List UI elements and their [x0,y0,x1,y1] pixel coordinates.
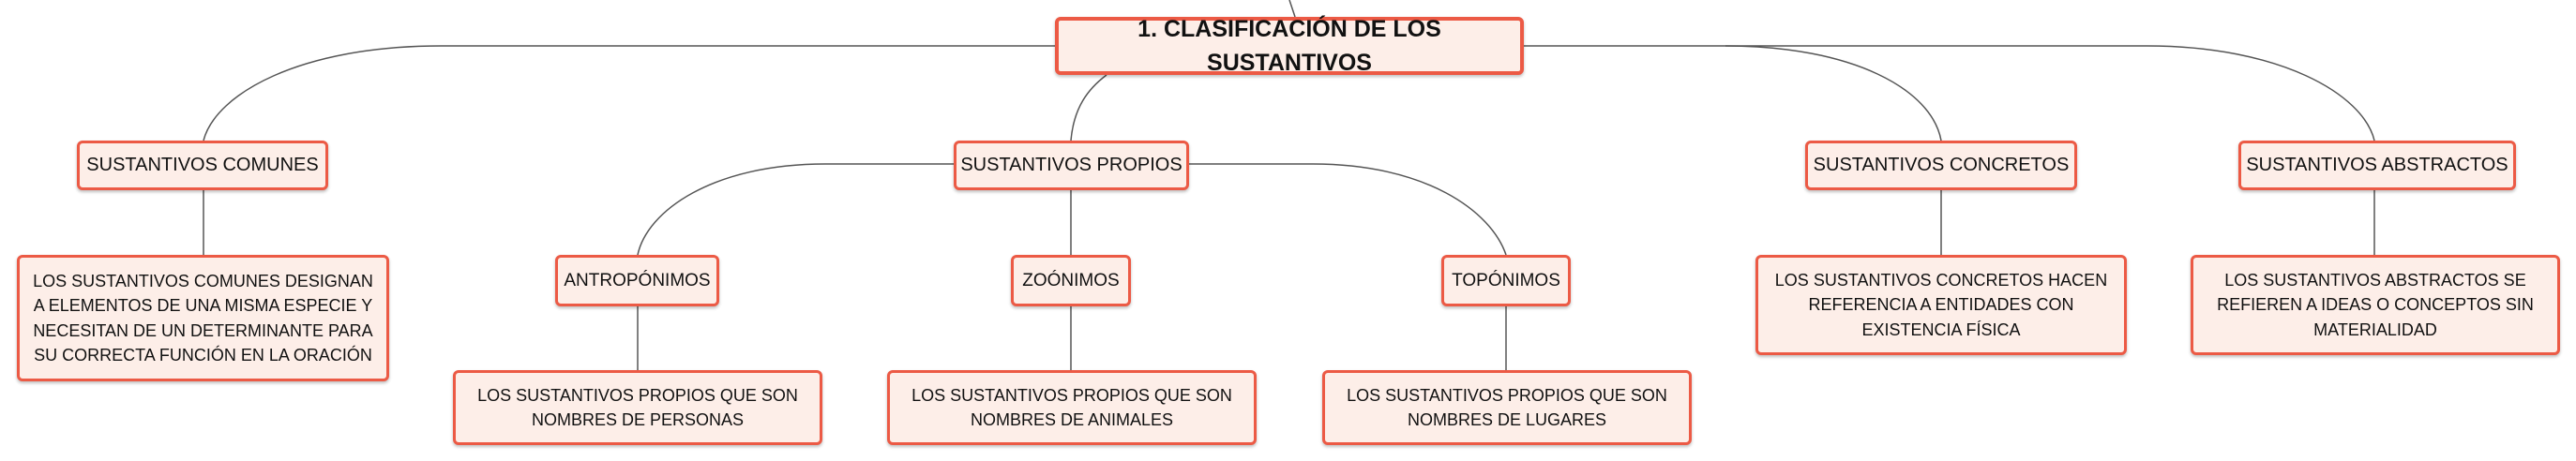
desc-text: LOS SUSTANTIVOS CONCRETOS HACEN REFERENC… [1774,271,2108,339]
node-sustantivos-abstractos[interactable]: SUSTANTIVOS ABSTRACTOS [2238,141,2516,190]
connector-propios-antroponimos [637,163,954,256]
node-label: SUSTANTIVOS PROPIOS [960,155,1183,175]
desc-sustantivos-comunes[interactable]: LOS SUSTANTIVOS COMUNES DESIGNAN A ELEME… [17,255,389,381]
desc-sustantivos-concretos[interactable]: LOS SUSTANTIVOS CONCRETOS HACEN REFERENC… [1755,255,2127,355]
connector-propios-toponimos [1189,163,1507,256]
node-antroponimos[interactable]: ANTROPÓNIMOS [555,255,719,306]
desc-text: LOS SUSTANTIVOS COMUNES DESIGNAN A ELEME… [33,272,373,364]
connector-root-concretos [1524,45,1942,141]
node-sustantivos-concretos[interactable]: SUSTANTIVOS CONCRETOS [1805,141,2077,190]
node-label: TOPÓNIMOS [1452,270,1560,290]
desc-zoonimos[interactable]: LOS SUSTANTIVOS PROPIOS QUE SON NOMBRES … [887,370,1257,445]
desc-text: LOS SUSTANTIVOS ABSTRACTOS SE REFIEREN A… [2217,271,2534,339]
desc-sustantivos-abstractos[interactable]: LOS SUSTANTIVOS ABSTRACTOS SE REFIEREN A… [2191,255,2560,355]
root-label: 1. CLASIFICACIÓN DE LOS SUSTANTIVOS [1137,15,1441,76]
node-label: SUSTANTIVOS ABSTRACTOS [2246,155,2508,175]
node-label: ANTROPÓNIMOS [564,270,711,290]
desc-text: LOS SUSTANTIVOS PROPIOS QUE SON NOMBRES … [911,385,1232,429]
node-zoonimos[interactable]: ZOÓNIMOS [1011,255,1131,306]
node-label: ZOÓNIMOS [1022,270,1120,290]
root-node[interactable]: 1. CLASIFICACIÓN DE LOS SUSTANTIVOS [1055,16,1524,76]
connector-root-comunes [203,45,1055,141]
connector-root-parent [1288,0,1296,18]
connector-root-propios [1070,74,1107,141]
connector-root-abstractos [1725,45,2375,141]
node-sustantivos-propios[interactable]: SUSTANTIVOS PROPIOS [954,141,1189,190]
node-label: SUSTANTIVOS COMUNES [86,155,319,175]
node-sustantivos-comunes[interactable]: SUSTANTIVOS COMUNES [77,141,328,190]
node-label: SUSTANTIVOS CONCRETOS [1813,155,2070,175]
desc-text: LOS SUSTANTIVOS PROPIOS QUE SON NOMBRES … [477,385,798,429]
desc-text: LOS SUSTANTIVOS PROPIOS QUE SON NOMBRES … [1347,385,1667,429]
node-toponimos[interactable]: TOPÓNIMOS [1441,255,1571,306]
desc-antroponimos[interactable]: LOS SUSTANTIVOS PROPIOS QUE SON NOMBRES … [453,370,822,445]
desc-toponimos[interactable]: LOS SUSTANTIVOS PROPIOS QUE SON NOMBRES … [1322,370,1692,445]
